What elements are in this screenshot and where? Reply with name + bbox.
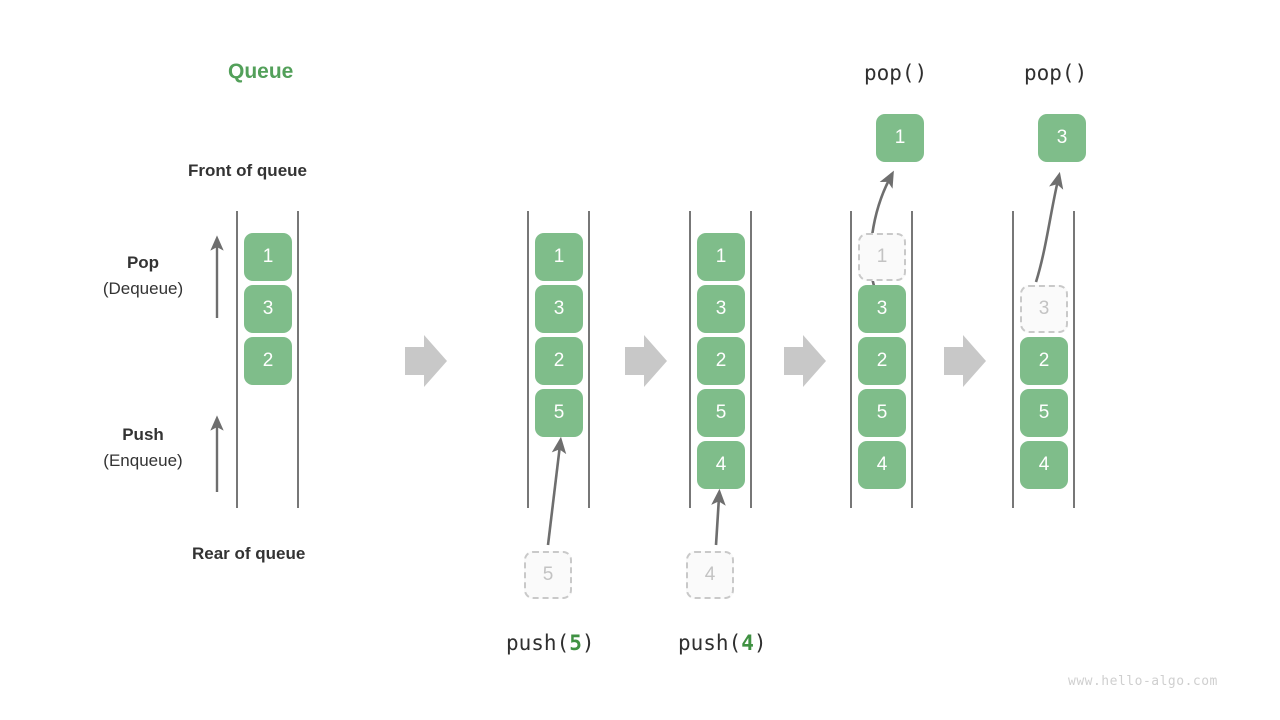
queue-cell-after-push-5-3: 3 — [535, 285, 583, 333]
queue-cell-initial-queue-2: 2 — [244, 337, 292, 385]
queue-cell-after-push-5-1: 1 — [535, 233, 583, 281]
pop-label-group: Pop (Dequeue) — [58, 250, 228, 302]
cell-value: 1 — [876, 246, 888, 267]
cell-value: 4 — [1038, 454, 1050, 475]
queue-cell-after-pop-1-4: 4 — [858, 441, 906, 489]
queue-cell-after-pop-3-5: 5 — [1020, 389, 1068, 437]
watermark: www.hello-algo.com — [1068, 674, 1218, 689]
queue-cell-after-push-4-1: 1 — [697, 233, 745, 281]
cell-value: 2 — [262, 350, 274, 371]
queue-cell-after-pop-1-5: 5 — [858, 389, 906, 437]
queue-cell-after-push-5-2: 2 — [535, 337, 583, 385]
queue-cell-initial-queue-1: 1 — [244, 233, 292, 281]
cell-value: 1 — [894, 127, 906, 148]
push-5-arrow — [546, 436, 567, 546]
dequeue-label: (Dequeue) — [102, 279, 184, 298]
push-arg-value: 4 — [741, 631, 754, 655]
queue-cell-after-pop-3-3: 3 — [1020, 285, 1068, 333]
cell-value: 4 — [715, 454, 727, 475]
queue-cell-after-pop-1-3: 3 — [858, 285, 906, 333]
cell-value: 3 — [715, 298, 727, 319]
push-4-arrow — [711, 488, 726, 546]
queue-cell-after-push-4-2: 2 — [697, 337, 745, 385]
queue-cell-after-push-4-4: 4 — [697, 441, 745, 489]
cell-value: 2 — [876, 350, 888, 371]
popped-cell-3: 3 — [1038, 114, 1086, 162]
pop-3-arrow — [1034, 171, 1064, 283]
cell-value: 4 — [876, 454, 888, 475]
queue-cell-after-pop-1-2: 2 — [858, 337, 906, 385]
chevron-right-icon-3 — [784, 335, 826, 387]
cell-value: 2 — [715, 350, 727, 371]
chevron-right-icon-2 — [625, 335, 667, 387]
queue-rails — [236, 211, 1075, 508]
incoming-cell-4: 4 — [686, 551, 734, 599]
cell-value: 5 — [715, 402, 727, 423]
cell-value: 5 — [553, 402, 565, 423]
page-title: Queue — [228, 60, 294, 83]
cell-value: 3 — [262, 298, 274, 319]
pop-label: Pop — [126, 253, 160, 272]
push-call-label-5: push(5) — [506, 631, 595, 655]
push-fn-text: push( — [506, 631, 570, 655]
cell-value: 3 — [553, 298, 565, 319]
cell-value: 1 — [553, 246, 565, 267]
pop-call-label-1: pop() — [864, 61, 928, 85]
rear-of-queue-label: Rear of queue — [192, 544, 306, 563]
queue-cell-after-pop-3-4: 4 — [1020, 441, 1068, 489]
cell-value: 5 — [1038, 402, 1050, 423]
popped-cell-1: 1 — [876, 114, 924, 162]
push-close-paren: ) — [581, 631, 595, 655]
cell-value: 1 — [262, 246, 274, 267]
cell-value: 1 — [715, 246, 727, 267]
chevron-right-icon-1 — [405, 335, 447, 387]
cell-value: 2 — [1038, 350, 1050, 371]
cell-value: 3 — [1038, 298, 1050, 319]
push-label-group: Push (Enqueue) — [58, 422, 228, 474]
chevron-right-icon-4 — [944, 335, 986, 387]
queue-cell-after-push-5-5: 5 — [535, 389, 583, 437]
pop-call-label-2: pop() — [1024, 61, 1088, 85]
queue-cell-after-pop-3-2: 2 — [1020, 337, 1068, 385]
push-call-label-4: push(4) — [678, 631, 767, 655]
enqueue-label: (Enqueue) — [103, 451, 183, 470]
cell-value: 3 — [1056, 127, 1068, 148]
cell-value: 4 — [704, 564, 716, 585]
push-arg-value: 5 — [569, 631, 582, 655]
push-label: Push — [122, 425, 164, 444]
queue-cell-after-push-4-3: 3 — [697, 285, 745, 333]
queue-cell-initial-queue-3: 3 — [244, 285, 292, 333]
cell-value: 3 — [876, 298, 888, 319]
cell-value: 5 — [876, 402, 888, 423]
cell-value: 2 — [553, 350, 565, 371]
cell-value: 5 — [542, 564, 554, 585]
push-fn-text: push( — [678, 631, 742, 655]
push-close-paren: ) — [753, 631, 767, 655]
queue-cell-after-pop-1-1: 1 — [858, 233, 906, 281]
incoming-cell-5: 5 — [524, 551, 572, 599]
front-of-queue-label: Front of queue — [188, 161, 307, 180]
queue-cell-after-push-4-5: 5 — [697, 389, 745, 437]
